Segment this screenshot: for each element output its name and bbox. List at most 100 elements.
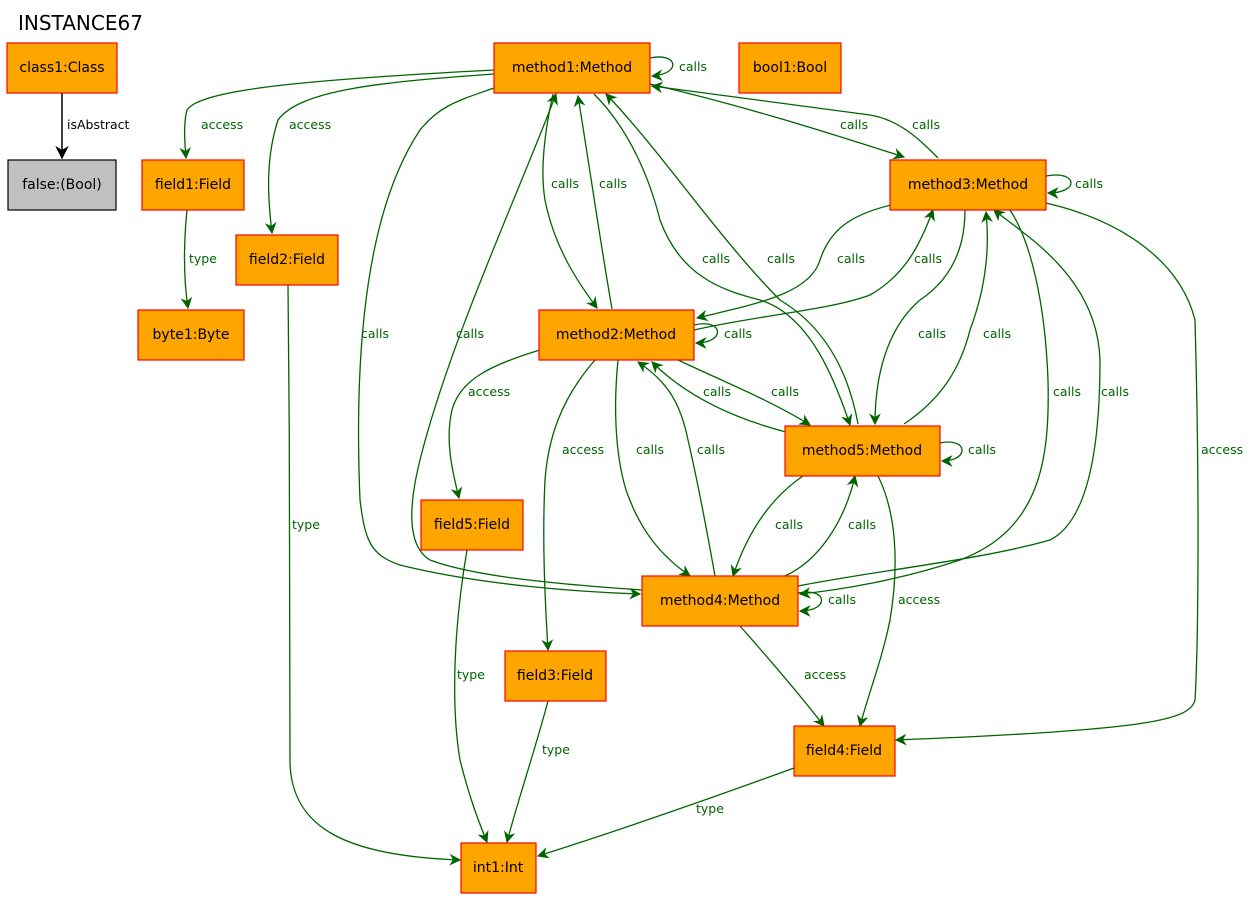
edge-method2-self bbox=[693, 323, 719, 349]
node-method3[interactable]: method3:Method bbox=[889, 159, 1047, 211]
label-field4-int1: type bbox=[696, 801, 724, 816]
node-class1[interactable]: class1:Class bbox=[6, 42, 118, 94]
edge-field3-int1 bbox=[504, 700, 549, 844]
label-method2-method5: calls bbox=[771, 384, 799, 399]
edge-method3-method4 bbox=[798, 209, 1049, 599]
label-method3-self: calls bbox=[1075, 176, 1103, 191]
edge-method3-self bbox=[1045, 174, 1072, 199]
label-field1-byte1: type bbox=[189, 251, 217, 266]
edge-method4-method1 bbox=[411, 92, 643, 591]
label-field5-int1: type bbox=[457, 667, 485, 682]
label-method3-field4: access bbox=[1201, 442, 1243, 457]
edge-method1-field1 bbox=[179, 69, 495, 160]
label-method2-method1: calls bbox=[599, 176, 627, 191]
edge-method4-self bbox=[797, 591, 823, 617]
label-method4-method2: calls bbox=[697, 442, 725, 457]
node-field4-label: field4:Field bbox=[806, 743, 882, 759]
label-isabstract: isAbstract bbox=[67, 117, 130, 132]
node-field5-label: field5:Field bbox=[434, 517, 510, 533]
label-method5-method4: calls bbox=[775, 517, 803, 532]
node-method1[interactable]: method1:Method bbox=[493, 42, 651, 94]
edge-method5-method3 bbox=[903, 210, 993, 425]
node-field1[interactable]: field1:Field bbox=[141, 159, 245, 211]
node-method1-label: method1:Method bbox=[512, 60, 632, 76]
label-field2-int1: type bbox=[292, 517, 320, 532]
label-method4-method1: calls bbox=[456, 326, 484, 341]
label-method5-self: calls bbox=[968, 442, 996, 457]
edge-method4-method2 bbox=[637, 361, 716, 577]
edge-method1-method3 bbox=[649, 83, 906, 160]
edge-method1-method4-left bbox=[357, 87, 642, 600]
node-method2-label: method2:Method bbox=[556, 327, 676, 343]
label-method1-method2: calls bbox=[551, 176, 579, 191]
node-field5[interactable]: field5:Field bbox=[420, 499, 524, 551]
node-int1[interactable]: int1:Int bbox=[460, 842, 537, 894]
edge-method2-field3 bbox=[541, 359, 596, 652]
label-method2-method4: calls bbox=[636, 442, 664, 457]
edge-method1-method2 bbox=[542, 93, 598, 309]
label-method5-field4: access bbox=[898, 592, 940, 607]
label-method1-method3: calls bbox=[840, 117, 868, 132]
node-class1-label: class1:Class bbox=[19, 60, 104, 76]
node-false-label: false:(Bool) bbox=[22, 177, 102, 193]
edge-method5-field4 bbox=[856, 475, 896, 728]
edge-method3-method2 bbox=[695, 204, 892, 322]
node-field2[interactable]: field2:Field bbox=[235, 234, 339, 286]
label-method3-method2: calls bbox=[837, 251, 865, 266]
node-field3-label: field3:Field bbox=[517, 668, 593, 684]
label-method1-self: calls bbox=[679, 59, 707, 74]
edge-method1-method5 bbox=[593, 93, 853, 427]
node-byte1[interactable]: byte1:Byte bbox=[137, 309, 245, 361]
label-method2-self: calls bbox=[724, 326, 752, 341]
label-method3-method1: calls bbox=[912, 117, 940, 132]
edge-method4-method5 bbox=[784, 474, 859, 577]
node-method5-label: method5:Method bbox=[802, 443, 922, 459]
node-field1-label: field1:Field bbox=[155, 177, 231, 193]
node-method5[interactable]: method5:Method bbox=[784, 425, 941, 477]
label-method5-method2: calls bbox=[703, 384, 731, 399]
label-method1-field2: access bbox=[289, 117, 331, 132]
node-method3-label: method3:Method bbox=[908, 177, 1028, 193]
label-method1-field1: access bbox=[201, 117, 243, 132]
label-method2-field5: access bbox=[468, 384, 510, 399]
node-method2[interactable]: method2:Method bbox=[538, 309, 695, 361]
label-method4-method5: calls bbox=[848, 517, 876, 532]
edge-method1-self bbox=[649, 56, 674, 82]
edge-method3-method5 bbox=[869, 209, 966, 426]
label-method4-method3: calls bbox=[1101, 384, 1129, 399]
edge-method3-method1 bbox=[650, 81, 939, 159]
node-field4[interactable]: field4:Field bbox=[793, 725, 896, 777]
edge-method2-field5 bbox=[448, 349, 541, 500]
edge-method5-method4 bbox=[730, 475, 804, 578]
label-method2-field3: access bbox=[562, 442, 604, 457]
edge-field2-int1 bbox=[287, 284, 462, 866]
label-method2-method3: calls bbox=[914, 251, 942, 266]
node-method4-label: method4:Method bbox=[660, 593, 780, 609]
node-byte1-label: byte1:Byte bbox=[153, 327, 230, 343]
node-bool1-label: bool1:Bool bbox=[753, 60, 827, 76]
edge-method2-method5 bbox=[677, 359, 811, 426]
diagram-title: INSTANCE67 bbox=[18, 11, 143, 35]
node-field3[interactable]: field3:Field bbox=[504, 650, 607, 702]
edge-method3-field4 bbox=[894, 202, 1199, 746]
node-method4[interactable]: method4:Method bbox=[641, 575, 799, 627]
edge-field4-int1 bbox=[536, 767, 795, 859]
edge-method2-method4 bbox=[614, 359, 691, 577]
edge-field1-byte1 bbox=[180, 209, 193, 310]
edge-method5-self bbox=[939, 441, 963, 467]
label-method5-method1: calls bbox=[767, 251, 795, 266]
node-bool1[interactable]: bool1:Bool bbox=[738, 42, 842, 94]
node-false[interactable]: false:(Bool) bbox=[7, 159, 117, 211]
label-method5-method3: calls bbox=[983, 326, 1011, 341]
edge-field5-int1 bbox=[454, 549, 489, 844]
node-field2-label: field2:Field bbox=[249, 252, 325, 268]
label-method4-self: calls bbox=[828, 592, 856, 607]
node-int1-label: int1:Int bbox=[473, 860, 524, 876]
edge-method2-method1 bbox=[573, 94, 613, 310]
edge-method5-method2 bbox=[651, 361, 787, 433]
label-method4-field4: access bbox=[804, 667, 846, 682]
label-method1-method5: calls bbox=[702, 251, 730, 266]
edge-method2-method3 bbox=[693, 208, 935, 331]
edge-method1-field2 bbox=[264, 73, 495, 235]
